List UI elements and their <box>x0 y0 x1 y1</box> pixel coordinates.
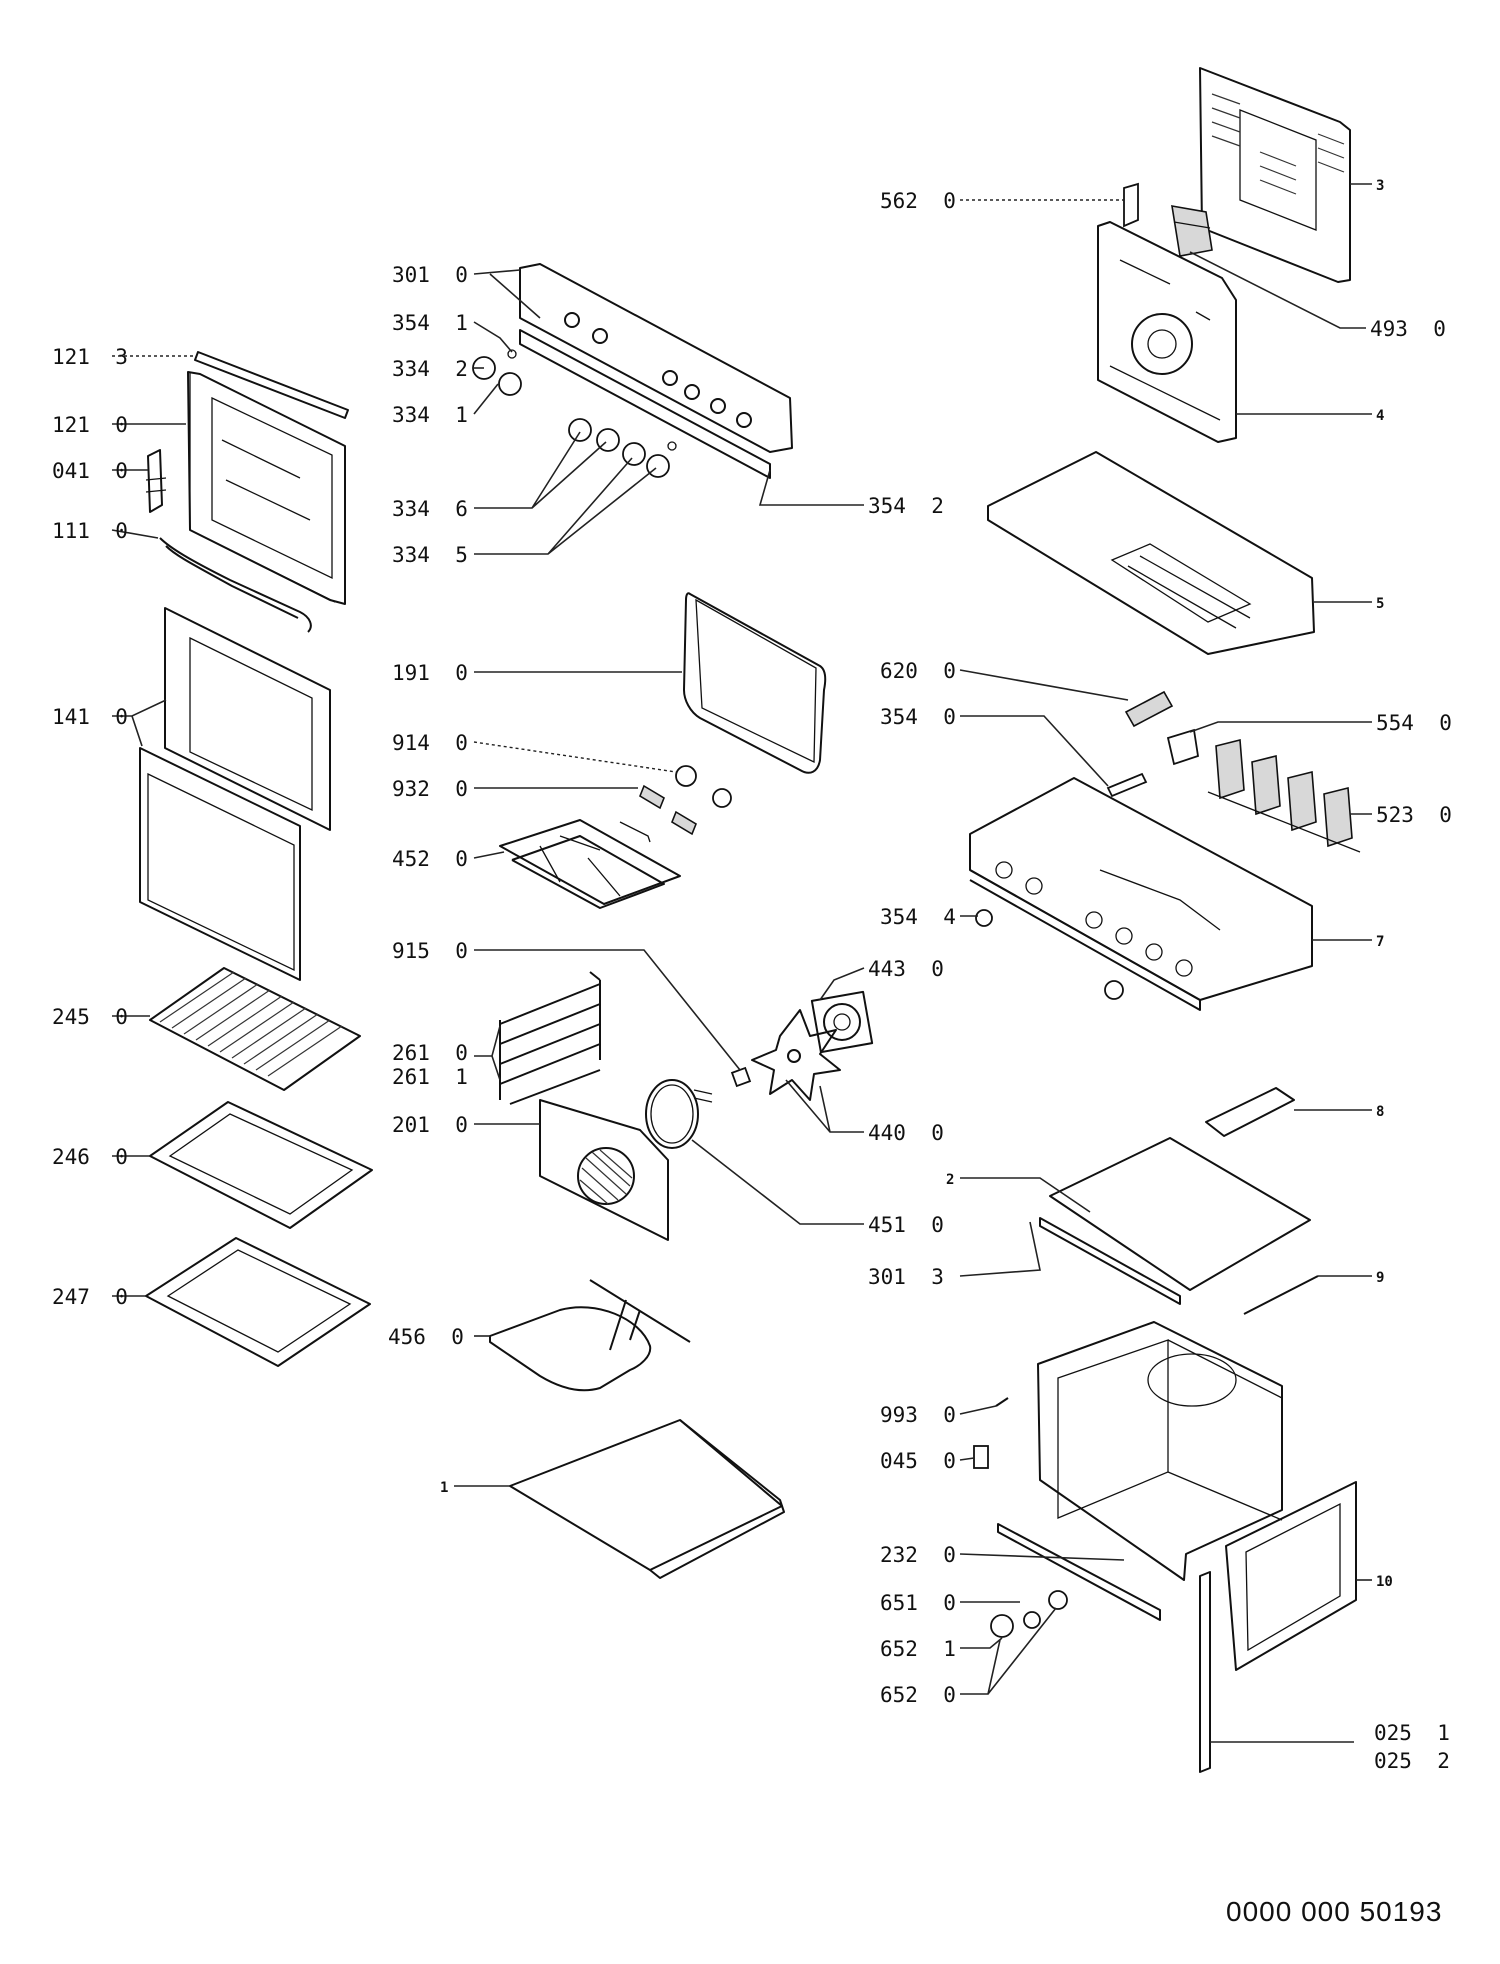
label-914-0: 914 0 <box>392 731 468 755</box>
part-oven-cavity <box>1037 1321 1283 1581</box>
part-baking-tray <box>149 1101 373 1229</box>
label-3: 3 <box>1376 178 1384 194</box>
label-041-0: 041 0 <box>52 459 128 483</box>
label-5: 5 <box>1376 596 1384 612</box>
part-rod <box>1243 1275 1319 1315</box>
label-201-0: 201 0 <box>392 1113 468 1137</box>
part-bottom-panel <box>509 1419 785 1579</box>
part-hinge-rail <box>1199 1571 1211 1773</box>
label-554-0: 554 0 <box>1376 711 1452 735</box>
part-fan-nut <box>730 1066 752 1088</box>
part-control-housing <box>969 777 1313 1011</box>
callout-labels: 121 3 121 0 041 0 111 0 141 0 245 0 246 … <box>52 178 1452 1773</box>
label-247-0: 247 0 <box>52 1285 128 1309</box>
part-door-seal <box>683 592 827 774</box>
label-4: 4 <box>1376 408 1384 424</box>
part-knob-parts <box>990 1590 1068 1638</box>
label-334-6: 334 6 <box>392 497 468 521</box>
part-door-hinge <box>145 449 167 513</box>
part-side-rack-guides <box>499 971 601 1105</box>
part-heating-element <box>499 819 681 909</box>
label-261-0: 261 0 <box>392 1041 468 1065</box>
label-8: 8 <box>1376 1104 1384 1120</box>
label-7: 7 <box>1376 934 1384 950</box>
part-cavity-front-frame <box>1225 1481 1357 1671</box>
part-thermostat <box>1166 728 1200 766</box>
label-652-1: 652 1 <box>880 1637 956 1661</box>
label-334-5: 334 5 <box>392 543 468 567</box>
part-switch-block <box>1207 738 1361 853</box>
label-456-0: 456 0 <box>388 1325 464 1349</box>
label-245-0: 245 0 <box>52 1005 128 1029</box>
label-493-0: 493 0 <box>1370 317 1446 341</box>
label-452-0: 452 0 <box>392 847 468 871</box>
label-562-0: 562 0 <box>880 189 956 213</box>
part-wire-rack <box>149 967 361 1091</box>
label-354-4: 354 4 <box>880 905 956 929</box>
part-door-top-trim <box>194 351 349 419</box>
label-191-0: 191 0 <box>392 661 468 685</box>
part-back-plate <box>1097 221 1237 443</box>
part-side-panel <box>1039 1137 1311 1305</box>
label-932-0: 932 0 <box>392 777 468 801</box>
label-261-1: 261 1 <box>392 1065 468 1089</box>
label-301-0: 301 0 <box>392 263 468 287</box>
part-clip <box>1123 182 1139 228</box>
label-10: 10 <box>1376 1574 1393 1590</box>
label-111-0: 111 0 <box>52 519 128 543</box>
label-121-0: 121 0 <box>52 413 128 437</box>
part-grill-element <box>489 1279 691 1392</box>
label-993-0: 993 0 <box>880 1403 956 1427</box>
label-2: 2 <box>946 1172 954 1188</box>
label-121-3: 121 3 <box>52 345 128 369</box>
label-440-0: 440 0 <box>868 1121 944 1145</box>
label-651-0: 651 0 <box>880 1591 956 1615</box>
part-fan-blade <box>751 1009 841 1101</box>
label-523-0: 523 0 <box>1376 803 1452 827</box>
part-fan-motor <box>810 990 874 1054</box>
part-cavity-bracket <box>997 1523 1161 1621</box>
label-045-0: 045 0 <box>880 1449 956 1473</box>
part-inner-door-frame <box>187 371 346 605</box>
part-lamp-cap <box>975 909 1124 1000</box>
label-246-0: 246 0 <box>52 1145 128 1169</box>
part-knobs <box>472 349 677 478</box>
label-915-0: 915 0 <box>392 939 468 963</box>
part-relay-module <box>1171 205 1213 257</box>
label-354-2: 354 2 <box>868 494 944 518</box>
part-door-glass-panels <box>139 607 331 981</box>
label-334-2: 334 2 <box>392 357 468 381</box>
label-025-2: 025 2 <box>1374 1749 1450 1773</box>
part-circular-element <box>645 1079 713 1149</box>
document-number: 0000 000 50193 <box>1226 1896 1443 1927</box>
part-rear-cover-panel <box>1199 67 1351 283</box>
label-334-1: 334 1 <box>392 403 468 427</box>
label-620-0: 620 0 <box>880 659 956 683</box>
label-9: 9 <box>1376 1270 1384 1286</box>
part-top-panel <box>987 451 1315 655</box>
label-443-0: 443 0 <box>868 957 944 981</box>
leader-lines <box>111 183 1372 1743</box>
label-232-0: 232 0 <box>880 1543 956 1567</box>
part-bracket <box>1205 1087 1295 1137</box>
label-301-3: 301 3 <box>868 1265 944 1289</box>
part-terminal-block <box>1124 690 1174 728</box>
part-lamp-holders <box>639 765 732 836</box>
label-1: 1 <box>440 1480 448 1496</box>
label-141-0: 141 0 <box>52 705 128 729</box>
part-door-handle <box>159 537 312 633</box>
label-354-1: 354 1 <box>392 311 468 335</box>
part-screw-and-block <box>973 1397 1009 1469</box>
part-lamp <box>1106 772 1148 798</box>
label-025-1: 025 1 <box>1374 1721 1450 1745</box>
label-652-0: 652 0 <box>880 1683 956 1707</box>
label-354-0: 354 0 <box>880 705 956 729</box>
part-rear-fan-panel <box>539 1099 669 1241</box>
part-drip-pan <box>145 1237 371 1367</box>
part-control-panel <box>519 263 793 479</box>
label-451-0: 451 0 <box>868 1213 944 1237</box>
